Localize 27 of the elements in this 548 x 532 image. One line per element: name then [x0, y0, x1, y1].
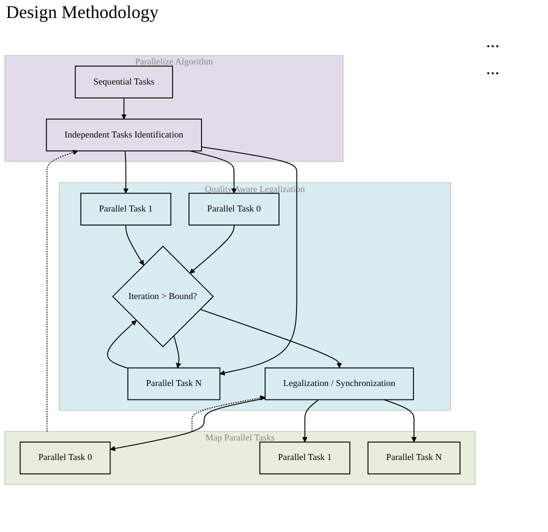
arrow [110, 398, 266, 452]
node-box: Parallel Task 0 [188, 192, 280, 226]
arrow [201, 146, 298, 376]
node-box: Parallel Task N [368, 442, 460, 474]
arrow [121, 97, 127, 120]
arrow [302, 399, 320, 442]
node-box: Parallel Task 1 [259, 442, 350, 474]
node-box: Parallel Task N [127, 367, 220, 400]
node-box: Independent Tasks Identification [46, 118, 202, 152]
node-box: Legalization / Synchronization [264, 367, 414, 400]
arrow [200, 308, 342, 368]
diagram-title: Design Methodology [6, 2, 160, 23]
arrow [46, 150, 78, 432]
node-diamond: Iteration > Bound? [112, 246, 214, 348]
arrow [173, 335, 182, 368]
arrow [190, 150, 237, 194]
node-box: Parallel Task 1 [80, 192, 172, 226]
arrow [192, 395, 266, 432]
ellipsis-label: ... [486, 58, 500, 79]
node-box: Parallel Task 0 [20, 442, 111, 474]
node-box: Sequential Tasks [74, 66, 174, 98]
arrow [125, 224, 144, 266]
arrow [123, 150, 128, 194]
ellipsis-label: ... [486, 31, 500, 52]
arrow [107, 320, 137, 369]
arrow [384, 399, 417, 442]
arrow [190, 224, 234, 274]
